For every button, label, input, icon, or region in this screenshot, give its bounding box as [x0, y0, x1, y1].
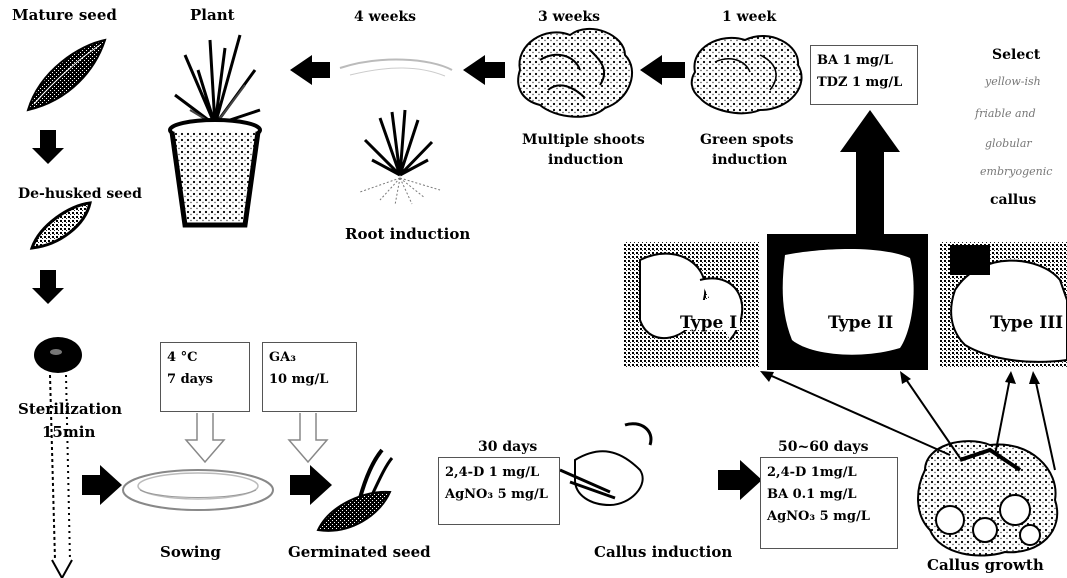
potted-plant-image [170, 35, 260, 225]
type-iii-pointer [995, 371, 1016, 455]
type-ii-pointer [900, 371, 960, 458]
root-induction-image [360, 110, 440, 205]
select-note-line: friable and [975, 107, 1036, 120]
green-spots-label-1: Green spots [700, 133, 794, 147]
callus-induction-label: Callus induction [594, 545, 732, 560]
ga-treatment-line: 10 mg/L [269, 369, 350, 391]
induction-medium-line: 2,4-D 1 mg/L [445, 462, 553, 484]
sowing-dish-image [123, 470, 273, 510]
sterilization-tube-image [34, 337, 82, 578]
green-spots-label-2: induction [712, 153, 787, 167]
left-arrow-icon [640, 55, 685, 85]
cold-treatment-line: 7 days [167, 369, 243, 391]
select-note-line: globular [985, 137, 1032, 150]
root-weeks-label: 4 weeks [354, 10, 416, 24]
callus-induction-image [560, 424, 651, 505]
up-arrow-icon [840, 110, 900, 242]
callus-growth-label: Callus growth [927, 558, 1044, 573]
green-weeks-label: 1 week [722, 10, 776, 24]
callus-label: callus [990, 193, 1036, 207]
growth-medium-line: BA 0.1 mg/L [767, 484, 891, 506]
callus-growth-image [918, 441, 1057, 555]
select-note-line: yellow-ish [985, 75, 1041, 88]
mature-seed-image [28, 40, 105, 110]
type-i-photo [624, 242, 760, 367]
root-induction-label: Root induction [345, 227, 470, 242]
multiple-shoots-label-1: Multiple shoots [522, 133, 645, 147]
left-arrow-icon [290, 55, 330, 85]
callus-growth-days-label: 50~60 days [778, 440, 868, 454]
type-i-label: Type I [680, 313, 737, 333]
induction-medium-box: 2,4-D 1 mg/L AgNO₃ 5 mg/L [438, 457, 560, 525]
open-down-arrow-icon [289, 413, 327, 462]
growth-medium-line: AgNO₃ 5 mg/L [767, 506, 891, 528]
open-down-arrow-icon [186, 413, 224, 462]
select-note-line: embryogenic [980, 165, 1052, 178]
type-iii-photo [940, 242, 1067, 367]
dehusked-seed-image [32, 203, 90, 248]
plant-label: Plant [190, 8, 235, 23]
multiple-shoots-image [518, 29, 632, 117]
regeneration-medium-line: TDZ 1 mg/L [817, 72, 911, 94]
dehusked-seed-label: De-husked seed [18, 187, 142, 201]
type-ii-label: Type II [828, 313, 893, 333]
cold-treatment-line: 4 °C [167, 347, 243, 369]
type-ii-photo [767, 234, 928, 370]
growth-medium-box: 2,4-D 1mg/L BA 0.1 mg/L AgNO₃ 5 mg/L [760, 457, 898, 549]
mature-seed-label: Mature seed [12, 8, 117, 23]
down-arrow-icon [32, 270, 64, 304]
sterilization-label: Sterilization [18, 402, 122, 417]
plantlet-image [340, 60, 452, 76]
ga-treatment-line: GA₃ [269, 347, 350, 369]
left-arrow-icon [463, 55, 505, 85]
regeneration-medium-box: BA 1 mg/L TDZ 1 mg/L [810, 45, 918, 105]
germinated-seed-label: Germinated seed [288, 545, 431, 560]
sowing-label: Sowing [160, 545, 221, 560]
regeneration-medium-line: BA 1 mg/L [817, 50, 911, 72]
multiple-shoots-label-2: induction [548, 153, 623, 167]
right-arrow-icon [82, 465, 122, 505]
shoots-weeks-label: 3 weeks [538, 10, 600, 24]
cold-treatment-box: 4 °C 7 days [160, 342, 250, 412]
induction-medium-line: AgNO₃ 5 mg/L [445, 484, 553, 506]
type-iii-label: Type III [990, 313, 1063, 333]
select-label: Select [992, 48, 1040, 62]
germinated-seed-image [318, 450, 392, 531]
right-arrow-icon [290, 465, 332, 505]
sterilization-time-label: 15min [42, 425, 95, 440]
right-arrow-icon [718, 460, 762, 500]
green-spots-image [692, 36, 802, 113]
ga-treatment-box: GA₃ 10 mg/L [262, 342, 357, 412]
callus-induction-days-label: 30 days [478, 440, 537, 454]
down-arrow-icon [32, 130, 64, 164]
growth-medium-line: 2,4-D 1mg/L [767, 462, 891, 484]
